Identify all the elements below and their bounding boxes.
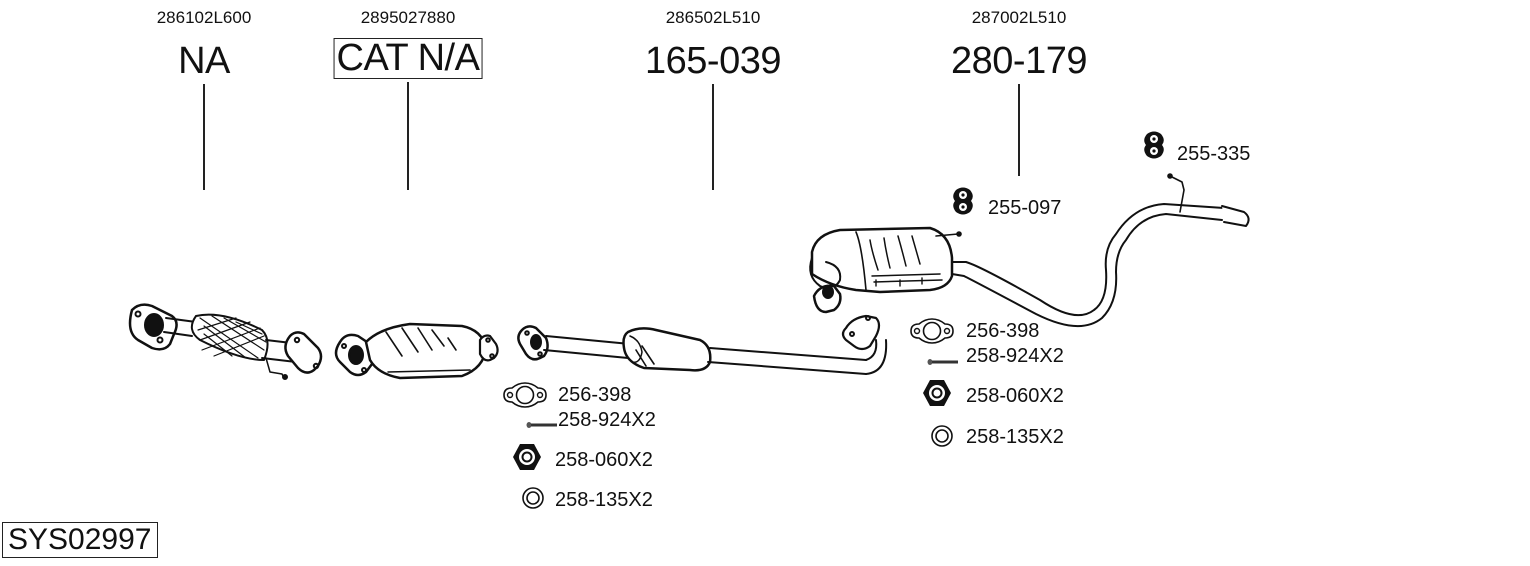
oe-number-front-pipe: 286102L600 (156, 8, 252, 27)
leader-line-catalytic-converter (407, 82, 409, 190)
oe-number-catalytic-converter: 2895027880 (360, 8, 456, 27)
system-code-label: SYS02997 (2, 522, 159, 558)
hardware-label: 258-924X2 (558, 409, 656, 431)
middle-silencer-drawing (517, 314, 888, 375)
washer-ring-icon (931, 425, 953, 447)
catalytic-converter-drawing (334, 322, 499, 380)
front-pipe-drawing (128, 303, 323, 380)
hardware-label: 258-060X2 (966, 385, 1064, 407)
oe-number-middle-silencer: 286502L510 (665, 8, 761, 27)
rubber-hanger-icon (1144, 131, 1164, 159)
hardware-label: 256-398 (558, 384, 632, 406)
hardware-label: 258-135X2 (966, 426, 1064, 448)
rear-silencer-drawing (809, 173, 1250, 328)
part-number-front-pipe[interactable]: NA (178, 40, 230, 82)
gasket-icon (503, 382, 547, 408)
part-number-catalytic-converter[interactable]: CAT N/A (333, 38, 483, 79)
rubber-hanger-icon (953, 187, 973, 215)
part-number-rear-silencer[interactable]: 280-179 (951, 40, 1087, 82)
washer-ring-icon (522, 487, 544, 509)
leader-line-rear-silencer (1018, 84, 1020, 176)
hardware-label: 258-060X2 (555, 449, 653, 471)
leader-line-middle-silencer (712, 84, 714, 190)
gasket-icon (910, 318, 954, 344)
rubber-mount-label: 255-335 (1177, 143, 1251, 165)
bolt-icon (526, 422, 557, 428)
rubber-mount-label: 255-097 (988, 197, 1062, 219)
oe-number-rear-silencer: 287002L510 (971, 8, 1067, 27)
bolt-icon (927, 359, 958, 365)
hex-nut-icon (513, 444, 541, 470)
hex-nut-icon (923, 380, 951, 406)
hardware-label: 258-135X2 (555, 489, 653, 511)
hardware-label: 256-398 (966, 320, 1040, 342)
hardware-label: 258-924X2 (966, 345, 1064, 367)
leader-line-front-pipe (203, 84, 205, 190)
part-number-middle-silencer[interactable]: 165-039 (645, 40, 781, 82)
